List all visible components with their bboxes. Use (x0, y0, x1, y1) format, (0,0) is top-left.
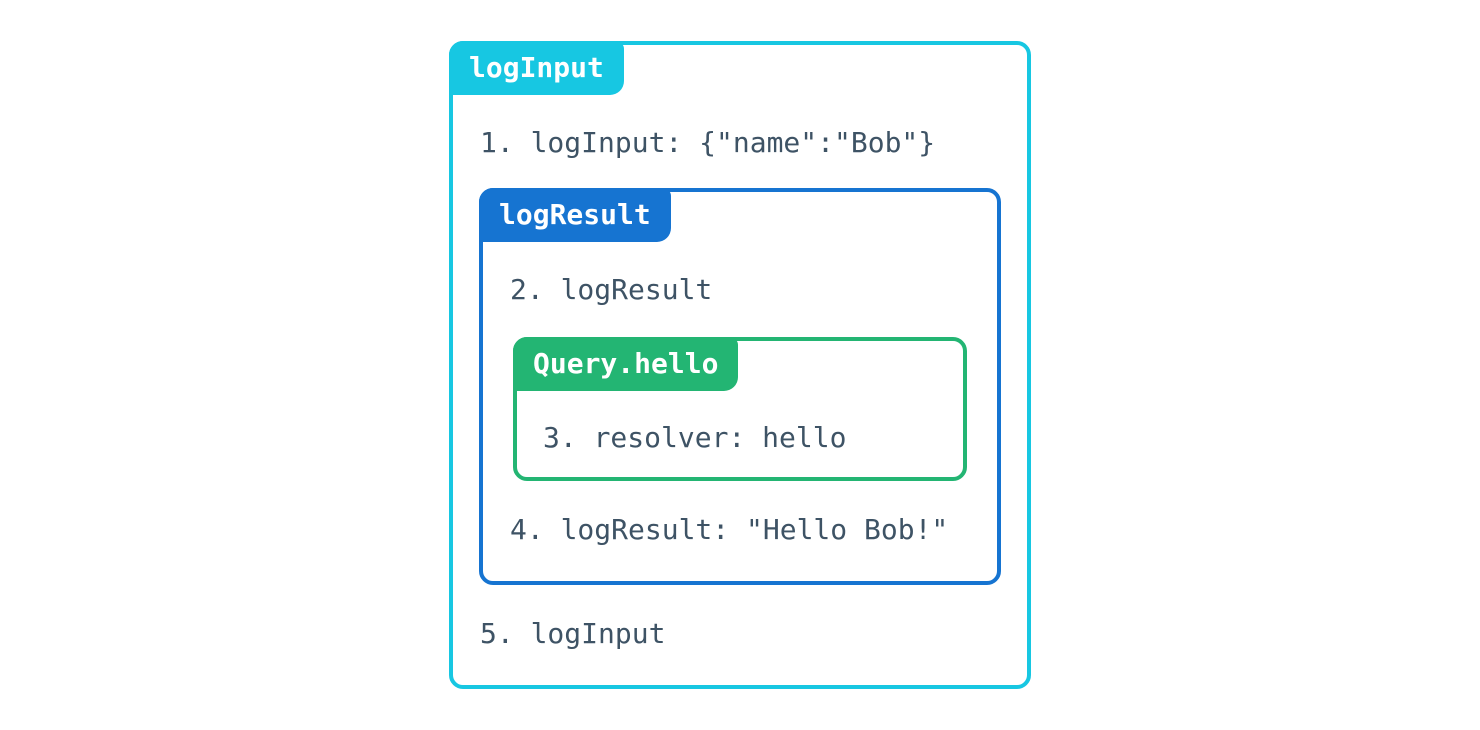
step-3-resolver-call: 3. resolver: hello (543, 421, 847, 454)
step-4-logresult-return: 4. logResult: "Hello Bob!" (510, 513, 949, 546)
logresult-tab: logResult (479, 188, 671, 242)
step-1-loginput-call: 1. logInput: {"name":"Bob"} (480, 126, 936, 159)
loginput-tab: logInput (449, 41, 624, 95)
step-2-logresult-call: 2. logResult (510, 273, 713, 306)
query-hello-box: Query.hello 3. resolver: hello (513, 337, 967, 481)
query-hello-tab: Query.hello (513, 337, 739, 391)
logresult-box: logResult 2. logResult Query.hello 3. re… (479, 188, 1001, 585)
loginput-box: logInput 1. logInput: {"name":"Bob"} log… (449, 41, 1031, 689)
step-5-loginput-return: 5. logInput (480, 617, 666, 650)
